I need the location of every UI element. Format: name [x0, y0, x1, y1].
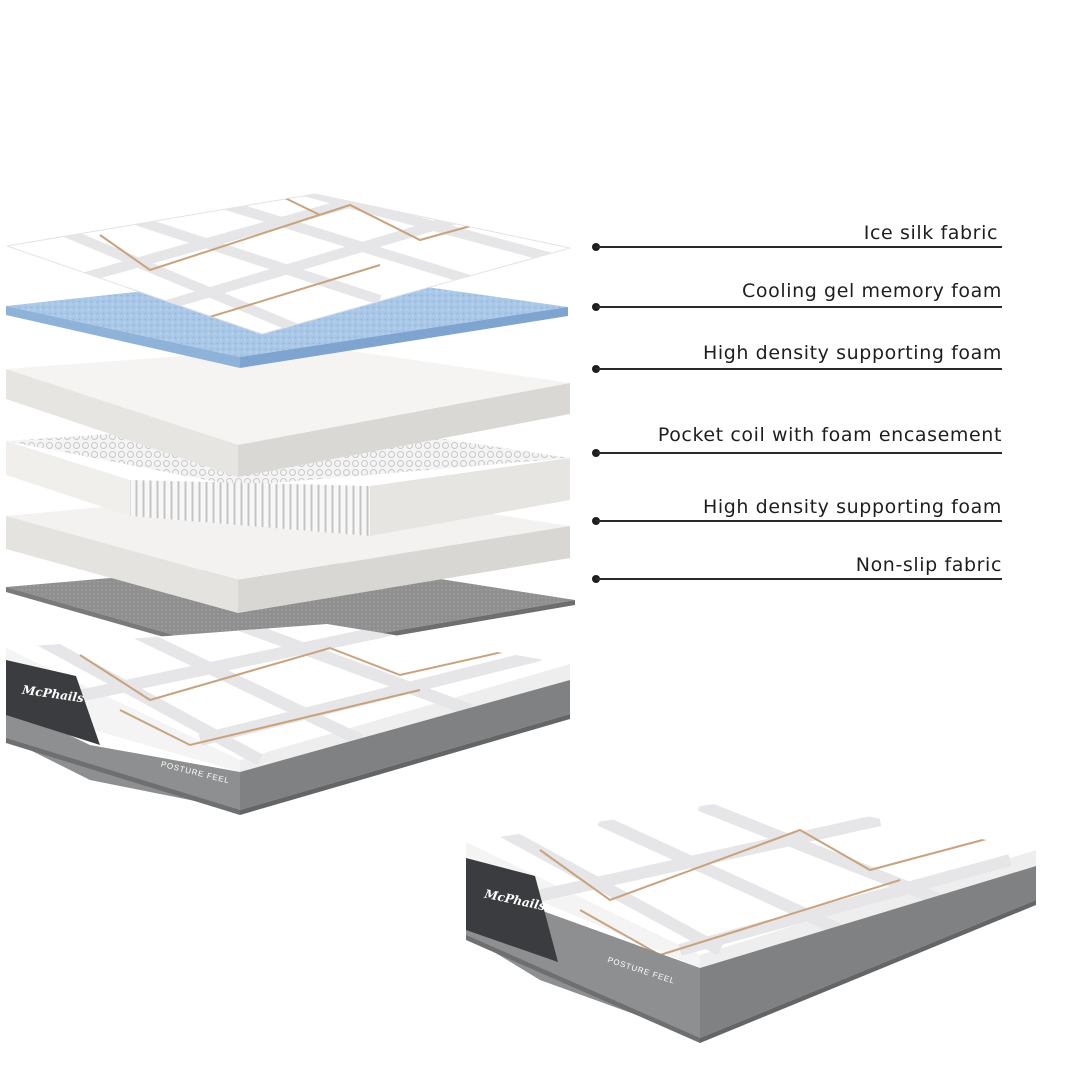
callout-line	[596, 246, 1002, 248]
callout-label: Cooling gel memory foam	[742, 280, 1002, 302]
ice-silk-fabric-layer	[6, 193, 571, 335]
assembled-mattress-large	[6, 624, 570, 815]
callout-label: Ice silk fabric	[863, 222, 998, 244]
callout-line	[596, 452, 1002, 454]
callout-label: Non-slip fabric	[855, 554, 1002, 576]
callout-label: High density supporting foam	[702, 342, 1002, 364]
callout-line	[596, 520, 1002, 522]
assembled-mattress-small	[466, 796, 1036, 1043]
callout-line	[596, 306, 1002, 308]
callout-label: High density supporting foam	[702, 496, 1002, 518]
callout-line	[596, 368, 1002, 370]
callout-line	[596, 578, 1002, 580]
callout-label: Pocket coil with foam encasement	[657, 424, 1002, 446]
high-density-foam-top-layer	[6, 346, 570, 477]
